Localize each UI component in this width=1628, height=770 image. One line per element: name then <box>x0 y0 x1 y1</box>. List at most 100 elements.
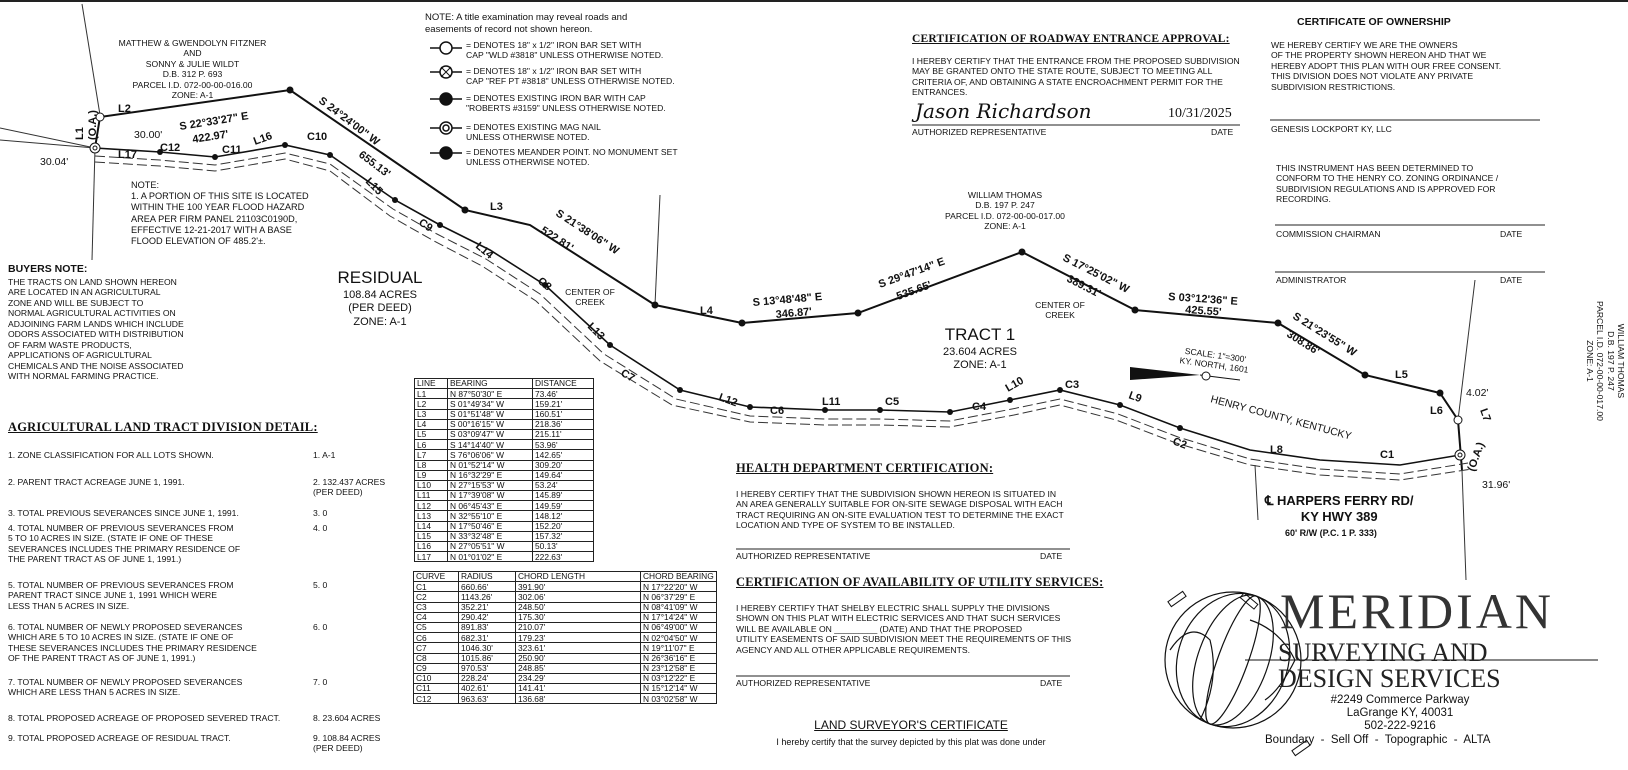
table-cell: N 87°50'30" E <box>447 388 533 400</box>
table-cell: L12 <box>414 500 448 512</box>
table-cell: CHORD LENGTH <box>515 570 641 583</box>
segment-label-c9: C9 <box>416 217 434 235</box>
table-cell: N 27°05'51" W <box>447 540 533 553</box>
table-cell: N 17°14'24" W <box>640 611 717 623</box>
residual-details: 108.84 ACRES (PER DEED) ZONE: A-1 <box>343 289 417 328</box>
company-sub2: DESIGN SERVICES <box>1278 664 1501 693</box>
table-cell: S 00°16'15" W <box>447 418 533 430</box>
tie-line <box>0 139 96 149</box>
table-cell: N 03°02'58" W <box>640 693 717 705</box>
table-cell: 1046.30' <box>458 642 516 654</box>
owner-name: GENESIS LOCKPORT KY, LLC <box>1271 124 1392 134</box>
table-cell: S 76°06'06" W <box>447 449 533 461</box>
table-cell: 290.42' <box>458 611 516 623</box>
table-cell: N 06°45'43" E <box>447 500 533 512</box>
health-cert-body: I HEREBY CERTIFY THAT THE SUBDIVISION SH… <box>736 489 1064 531</box>
buyers-note-body: THE TRACTS ON LAND SHOWN HEREON ARE LOCA… <box>8 277 184 382</box>
bearing-label-d3: 522.81' <box>538 224 575 254</box>
segment-label-l4: L4 <box>700 305 714 317</box>
table-cell: C10 <box>413 672 459 685</box>
roadway-cert-title: CERTIFICATION OF ROADWAY ENTRANCE APPROV… <box>912 33 1230 45</box>
segment-label-c5: C5 <box>885 396 899 408</box>
table-cell: N 27°15'53" W <box>447 479 533 492</box>
segment-label-c1: C1 <box>1380 449 1394 461</box>
iron-bar-set-markers <box>89 112 1466 461</box>
roadway-date-value: 10/31/2025 <box>1168 106 1232 121</box>
bearing-label-d4: 346.87' <box>775 306 813 321</box>
division-item-answer: 8. 23.604 ACRES <box>313 713 381 723</box>
table-cell: 248.50' <box>515 601 641 613</box>
table-cell: N 17°39'08" W <box>447 490 533 502</box>
division-item-question: 8. TOTAL PROPOSED ACREAGE OF PROPOSED SE… <box>8 713 281 723</box>
table-cell: 160.51' <box>532 408 594 420</box>
table-cell: N 06°49'00" W <box>640 621 717 634</box>
tie-line <box>0 127 96 149</box>
table-cell: 1143.26' <box>458 591 516 603</box>
utility-cert-body: I HEREBY CERTIFY THAT SHELBY ELECTRIC SH… <box>736 603 1072 655</box>
division-item-answer: 5. 0 <box>313 580 328 590</box>
signature-lines <box>736 119 1545 677</box>
table-cell: L6 <box>414 439 448 451</box>
table-cell: L4 <box>414 418 448 430</box>
health-cert-title: HEALTH DEPARTMENT CERTIFICATION: <box>736 461 994 475</box>
buyers-note-title: BUYERS NOTE: <box>8 263 88 275</box>
table-cell: L17 <box>414 551 448 563</box>
bearing-label-d2: 655.13' <box>356 149 392 181</box>
table-cell: C6 <box>413 632 459 644</box>
segment-label-l9: L9 <box>1127 390 1143 406</box>
table-cell: 391.90' <box>515 581 641 593</box>
division-item-answer: 6. 0 <box>313 622 328 632</box>
table-cell: 136.68' <box>515 693 641 705</box>
flood-note: NOTE: 1. A PORTION OF THIS SITE IS LOCAT… <box>131 180 309 247</box>
creek-label-east: CENTER OF CREEK <box>1035 300 1085 321</box>
table-cell: 234.29' <box>515 672 641 685</box>
table-cell: N 15°12'14" W <box>640 683 717 695</box>
table-cell: LINE <box>414 377 448 390</box>
neighbor-east: WILLIAM THOMAS D.B. 197 P. 247 PARCEL I.… <box>945 190 1065 232</box>
table-cell: 970.53' <box>458 662 516 674</box>
table-cell: L7 <box>414 449 448 461</box>
chairman-date-label: DATE <box>1500 229 1523 239</box>
table-cell: N 33°32'48" E <box>447 530 533 543</box>
table-cell: L10 <box>414 479 448 492</box>
surveyor-cert-body: I hereby certify that the survey depicte… <box>776 737 1046 747</box>
table-cell: S 03°09'47" W <box>447 428 533 441</box>
table-cell: 248.85' <box>515 662 641 674</box>
table-cell: 682.31' <box>458 632 516 644</box>
segment-label-l3: L3 <box>490 201 503 213</box>
table-cell: L2 <box>414 398 448 410</box>
segment-label-l16: L16 <box>252 130 274 148</box>
segment-label-c10: C10 <box>307 131 327 143</box>
parcel-line <box>91 147 96 261</box>
table-cell: 73.46' <box>532 388 594 400</box>
table-cell: L14 <box>414 520 448 532</box>
table-cell: 222.63' <box>532 551 594 563</box>
table-cell: 159.21' <box>532 398 594 410</box>
dimension-31-96: 31.96' <box>1482 479 1510 491</box>
neighbor-north: MATTHEW & GWENDOLYN FITZNER AND SONNY & … <box>118 38 267 101</box>
road-edge-dashed <box>94 152 1469 475</box>
table-cell: L9 <box>414 469 448 481</box>
surveyor-cert-title: LAND SURVEYOR'S CERTIFICATE <box>814 718 1008 732</box>
table-cell: L11 <box>414 490 448 502</box>
segment-label-l7: L7 <box>1477 407 1493 423</box>
table-cell: 141.41' <box>515 683 641 695</box>
division-item-answer: 9. 108.84 ACRES (PER DEED) <box>313 733 381 754</box>
segment-label-l12: L12 <box>717 392 739 410</box>
company-services: Boundary - Sell Off - Topographic - ALTA <box>1265 734 1491 746</box>
